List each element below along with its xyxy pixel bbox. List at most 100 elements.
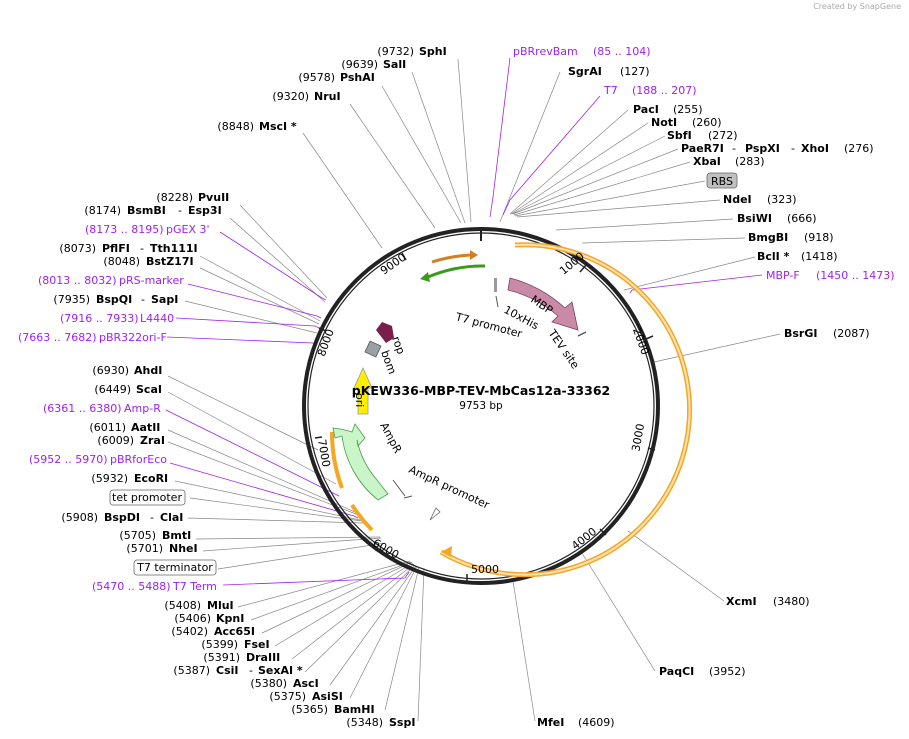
site-bspdi-pos: (5908): [61, 511, 98, 524]
primer-t7term[interactable]: T7 Term: [172, 580, 217, 593]
site-bsrgi-pos: (2087): [833, 327, 870, 340]
t7-arrow: [431, 253, 471, 264]
primer-l4440-range: (7916 .. 7933): [60, 312, 139, 325]
primer-t7[interactable]: T7: [603, 84, 618, 97]
site-pshai[interactable]: PshAI: [340, 71, 375, 84]
primer-t7term-range: (5470 .. 5488): [92, 580, 171, 593]
site-pflfi[interactable]: PflFI: [102, 242, 130, 255]
site-sspi[interactable]: SspI: [389, 716, 415, 729]
t7-terminator-label: T7 terminator: [136, 561, 213, 574]
primer-prsmarker-range: (8013 .. 8032): [38, 274, 117, 287]
primer-ampr[interactable]: Amp-R: [124, 402, 161, 415]
site-sbfi[interactable]: SbfI: [667, 129, 692, 142]
site-paci[interactable]: PacI: [633, 103, 659, 116]
primer-pbrforeco-range: (5952 .. 5970): [29, 453, 108, 466]
site-xcmi-pos: (3480): [773, 595, 810, 608]
site-bmgbi[interactable]: BmgBI: [748, 231, 788, 244]
site-mlui[interactable]: MluI: [207, 599, 234, 612]
primer-pgex3-range: (8173 .. 8195): [85, 223, 164, 236]
site-draiii[interactable]: DraIII: [246, 651, 280, 664]
site-esp3i[interactable]: Esp3I: [188, 204, 222, 217]
rbs-box[interactable]: [706, 172, 738, 189]
site-bamhi[interactable]: BamHI: [334, 703, 375, 716]
site-asisi[interactable]: AsiSI: [312, 690, 343, 703]
site-sbfi-pos: (272): [708, 129, 738, 142]
site-bspqi[interactable]: BspQI: [96, 293, 132, 306]
ampr-feature[interactable]: [332, 423, 389, 501]
site-draiii-pos: (5391): [203, 651, 240, 664]
site-xbai[interactable]: XbaI: [693, 155, 721, 168]
site-xhoi[interactable]: XhoI: [801, 142, 829, 155]
site-csii[interactable]: CsiI: [216, 664, 238, 677]
site-asisi-pos: (5375): [269, 690, 306, 703]
site-paer7i[interactable]: PaeR7I: [681, 142, 724, 155]
site-zrai[interactable]: ZraI: [140, 434, 165, 447]
plasmid-length: 9753 bp: [459, 400, 503, 412]
site-ndei[interactable]: NdeI: [723, 193, 752, 206]
site-pvuii[interactable]: PvuII: [198, 191, 229, 204]
primer-pgex3[interactable]: pGEX 3': [166, 223, 210, 236]
site-nhei-pos: (5701): [126, 542, 163, 555]
site-noti[interactable]: NotI: [651, 116, 677, 129]
site-sali[interactable]: SalI: [383, 58, 406, 71]
site-sgrai[interactable]: SgrAI: [568, 65, 602, 78]
site-acc65i[interactable]: Acc65I: [214, 625, 255, 638]
mbp-feature[interactable]: [507, 277, 579, 331]
site-tth111i[interactable]: Tth111I: [150, 242, 198, 255]
primers-group: pBRrevBam (85 .. 104) T7 (188 .. 207) MB…: [18, 45, 895, 593]
site-bsmbi[interactable]: BsmBI: [127, 204, 166, 217]
site-sexai[interactable]: SexAI *: [258, 664, 303, 677]
site-paqci-pos: (3952): [709, 665, 746, 678]
site-sep-6: -: [150, 511, 154, 524]
site-kpni[interactable]: KpnI: [216, 612, 244, 625]
site-sep-2: -: [791, 142, 795, 155]
site-bsiwi[interactable]: BsiWI: [737, 212, 772, 225]
green-arrow: [427, 264, 486, 279]
t7-terminator-box[interactable]: [133, 559, 217, 576]
primer-pbr322ori[interactable]: pBR322ori-F: [99, 331, 167, 344]
site-ahdi[interactable]: AhdI: [134, 364, 162, 377]
site-paqci[interactable]: PaqCI: [659, 665, 694, 678]
site-asci[interactable]: AscI: [293, 677, 319, 690]
site-pspxi[interactable]: PspXI: [745, 142, 780, 155]
site-sapi[interactable]: SapI: [151, 293, 178, 306]
primer-mbpf[interactable]: MBP-F: [766, 269, 800, 282]
site-mfei[interactable]: MfeI: [537, 716, 564, 729]
tick-7000: 7000: [315, 438, 333, 468]
site-nrui[interactable]: NruI: [314, 90, 341, 103]
primer-prsmarker[interactable]: pRS-marker: [119, 274, 184, 287]
site-sspi-pos: (5348): [346, 716, 383, 729]
ori-feature[interactable]: [353, 367, 373, 415]
site-bsmbi-pos: (8174): [84, 204, 121, 217]
site-xcmi[interactable]: XcmI: [726, 595, 757, 608]
site-bspdi[interactable]: BspDI: [104, 511, 140, 524]
ampr-promoter-label: AmpR promoter: [407, 463, 492, 512]
site-sphi[interactable]: SphI: [419, 45, 447, 58]
site-ecori[interactable]: EcoRI: [134, 472, 168, 485]
site-aatii[interactable]: AatII: [131, 421, 160, 434]
site-msci-pos: (8848): [217, 120, 254, 133]
tev-label: TEV site: [545, 326, 582, 371]
site-scai[interactable]: ScaI: [136, 383, 162, 396]
site-clai[interactable]: ClaI: [160, 511, 183, 524]
site-bcli[interactable]: BclI *: [757, 250, 790, 263]
cas12a-orf-arc-inner: [440, 243, 691, 576]
bom-feature[interactable]: [364, 340, 382, 358]
site-bstz17i[interactable]: BstZ17I: [146, 255, 194, 268]
site-scai-pos: (6449): [94, 383, 131, 396]
primer-pbrrevbam[interactable]: pBRrevBam: [513, 45, 578, 58]
rop-feature[interactable]: [376, 322, 394, 343]
primer-leaders: [165, 57, 763, 586]
site-sep-3: -: [178, 204, 182, 217]
site-bsrgi[interactable]: BsrGI: [784, 327, 817, 340]
site-kpni-pos: (5406): [174, 612, 211, 625]
site-bmti[interactable]: BmtI: [162, 529, 191, 542]
primer-l4440[interactable]: L4440: [140, 312, 174, 325]
site-msci[interactable]: MscI *: [259, 120, 297, 133]
site-nhei[interactable]: NheI: [169, 542, 198, 555]
site-fsei[interactable]: FseI: [244, 638, 270, 651]
primer-pbrforeco[interactable]: pBRforEco: [110, 453, 167, 466]
green-arrowhead: [420, 272, 430, 282]
tet-promoter-box[interactable]: [109, 489, 186, 506]
tev-site-mark: [577, 331, 587, 337]
